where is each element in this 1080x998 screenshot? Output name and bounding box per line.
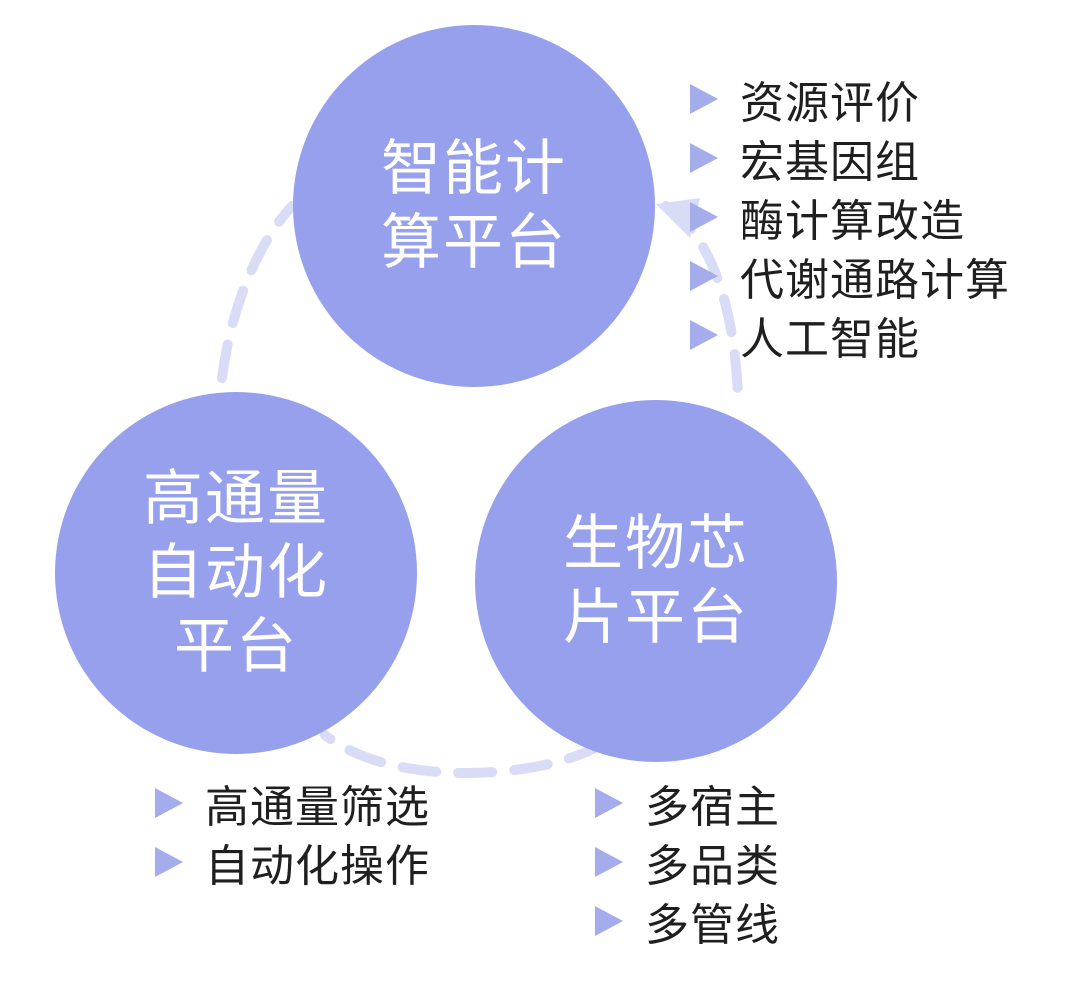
dashed-arc-arrowhead (656, 198, 700, 238)
node-htp-title-line-1: 高通量 (143, 464, 329, 534)
list-item-label: 酶计算改造 (740, 195, 965, 247)
list-item-label: 宏基因组 (740, 136, 920, 188)
list-item: 资源评价 (690, 69, 1010, 129)
triangle-bullet-icon (155, 846, 183, 877)
triangle-bullet-icon (690, 260, 718, 291)
list-item-label: 多品类 (645, 840, 780, 892)
list-item: 多宿主 (595, 773, 780, 833)
compute-feature-list: 资源评价 宏基因组 酶计算改造 代谢通路计算 人工智能 (690, 69, 1010, 365)
node-biochip-platform: 生物芯 片平台 (475, 400, 837, 762)
list-item-label: 资源评价 (740, 77, 920, 129)
dashed-arc-htp-to-compute (217, 201, 297, 383)
list-item-label: 人工智能 (740, 313, 920, 365)
chip-feature-list: 多宿主 多品类 多管线 (595, 773, 780, 951)
triangle-bullet-icon (690, 201, 718, 232)
list-item: 代谢通路计算 (690, 246, 1010, 306)
list-item: 人工智能 (690, 305, 1010, 365)
list-item: 多品类 (595, 832, 780, 892)
node-compute-title-line-2: 算平台 (381, 208, 567, 278)
node-compute-title-line-1: 智能计 (381, 134, 567, 204)
list-item-label: 高通量筛选 (205, 781, 430, 833)
node-htp-automation-platform: 高通量 自动化 平台 (55, 392, 417, 754)
list-item: 自动化操作 (155, 832, 430, 892)
triangle-bullet-icon (155, 787, 183, 818)
dashed-arc-chip-to-htp (320, 730, 605, 778)
list-item: 多管线 (595, 891, 780, 951)
list-item: 高通量筛选 (155, 773, 430, 833)
list-item: 宏基因组 (690, 128, 1010, 188)
node-htp-title-line-2: 自动化 (143, 538, 329, 608)
triangle-bullet-icon (690, 83, 718, 114)
triangle-bullet-icon (595, 846, 623, 877)
triangle-bullet-icon (690, 142, 718, 173)
list-item: 酶计算改造 (690, 187, 1010, 247)
node-chip-title-line-1: 生物芯 (563, 509, 749, 579)
list-item-label: 多宿主 (645, 781, 780, 833)
list-item-label: 代谢通路计算 (740, 254, 1010, 306)
htp-feature-list: 高通量筛选 自动化操作 (155, 773, 430, 892)
list-item-label: 多管线 (645, 899, 780, 951)
node-compute-platform: 智能计 算平台 (293, 25, 655, 387)
node-htp-title-line-3: 平台 (174, 612, 298, 682)
list-item-label: 自动化操作 (205, 840, 430, 892)
node-chip-title-line-2: 片平台 (563, 583, 749, 653)
triangle-bullet-icon (595, 905, 623, 936)
triangle-bullet-icon (690, 319, 718, 350)
triangle-bullet-icon (595, 787, 623, 818)
